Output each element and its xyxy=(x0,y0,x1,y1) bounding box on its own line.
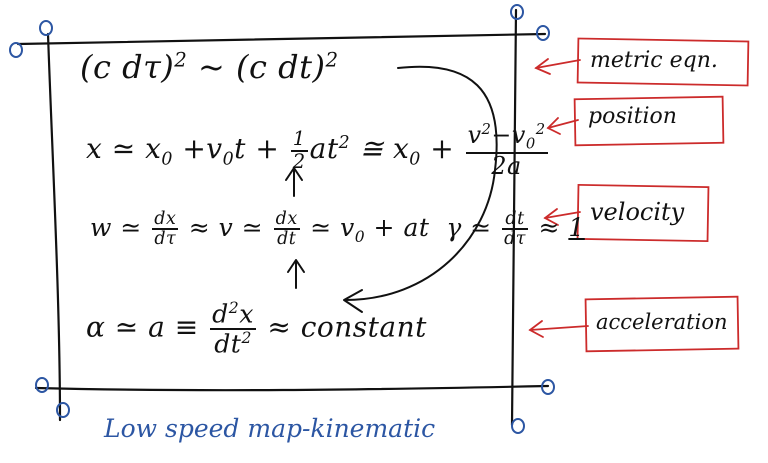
pos-v0sq: v xyxy=(511,120,526,149)
acc-dt: dt xyxy=(214,329,242,359)
metric-equation: (c dτ)2 ~ (c dt)2 xyxy=(80,48,339,86)
pos-half-num: 1 xyxy=(290,127,308,152)
acc-d2: d xyxy=(212,299,229,329)
label-position: position xyxy=(588,104,677,129)
label-acceleration: acceleration xyxy=(596,310,728,334)
pos-v0sq-sub: 0 xyxy=(525,135,536,153)
pos-half-den: 2 xyxy=(292,149,306,173)
metric-lhs-exp: 2 xyxy=(174,48,188,72)
metric-rhs: (c dt) xyxy=(236,48,326,86)
vel-dt2: dt xyxy=(502,210,528,231)
pos-at2-sq: 2 xyxy=(338,132,351,153)
metric-lhs: (c dτ) xyxy=(80,48,175,86)
pos-v0sq-sq: 2 xyxy=(535,121,546,138)
acc-fraction: d2x dt2 xyxy=(210,300,256,358)
pos-minus: − xyxy=(491,120,512,149)
vel-approx1: ≈ v ≃ xyxy=(188,212,264,242)
pos-v2: v xyxy=(467,120,482,149)
vel-dx: dx xyxy=(152,209,179,231)
vel-tail: ≃ v xyxy=(310,212,355,242)
vel-dx2: dx xyxy=(273,209,300,231)
pos-x0: x xyxy=(145,132,162,166)
pos-lhs: x xyxy=(86,132,103,166)
pos-x0b-sub: 0 xyxy=(409,149,421,170)
pos-x0b: x xyxy=(392,132,410,166)
vel-one: 1 xyxy=(568,212,585,242)
vel-approx2: ≈ xyxy=(538,212,560,242)
pos-big-num: v2−v02 xyxy=(465,120,548,155)
metric-rel: ~ xyxy=(198,48,226,86)
frame-corner-rings xyxy=(9,4,555,434)
pos-terms: t + xyxy=(234,132,280,166)
acc-num: d2x xyxy=(210,300,256,330)
pos-big-fraction: v2−v02 2a xyxy=(465,120,548,181)
vel-dt: dt xyxy=(277,229,297,250)
pos-v0-sub: 0 xyxy=(222,149,235,170)
vel-gamma: γ ≃ xyxy=(446,212,492,242)
acc-tail: ≈ constant xyxy=(267,310,427,344)
label-boxes xyxy=(528,37,750,353)
pos-rel: ≃ xyxy=(111,132,136,166)
vel-dtau: dτ xyxy=(154,229,177,250)
pos-rel2: ≅ xyxy=(359,132,384,166)
vel-v0-sub: 0 xyxy=(354,227,366,246)
vel-dtau2: dτ xyxy=(504,229,526,250)
vel-w: w ≃ xyxy=(90,212,142,242)
pos-v2-sq: 2 xyxy=(481,121,492,138)
acceleration-equation: α ≃ a ≡ d2x dt2 ≈ constant xyxy=(86,300,427,358)
acc-dt-sq: 2 xyxy=(241,328,252,347)
label-velocity: velocity xyxy=(590,198,685,226)
flow-arrows xyxy=(285,65,498,313)
label-metric-eqn: metric eqn. xyxy=(590,48,718,73)
metric-rhs-exp: 2 xyxy=(325,48,339,72)
acc-x: x xyxy=(239,299,254,329)
equation-frame xyxy=(16,8,550,427)
acc-d2-sq: 2 xyxy=(228,299,240,317)
caption-low-speed-map: Low speed map-kinematic xyxy=(104,414,436,443)
acc-alpha: α ≃ a ≡ xyxy=(86,310,199,344)
vel-at: + at xyxy=(373,212,430,242)
pos-big-den: 2a xyxy=(491,152,522,181)
acc-den: dt2 xyxy=(210,330,256,358)
pos-at2: at xyxy=(309,132,339,166)
pos-v0: v xyxy=(206,132,223,166)
pos-x0-sub: 0 xyxy=(161,149,173,170)
